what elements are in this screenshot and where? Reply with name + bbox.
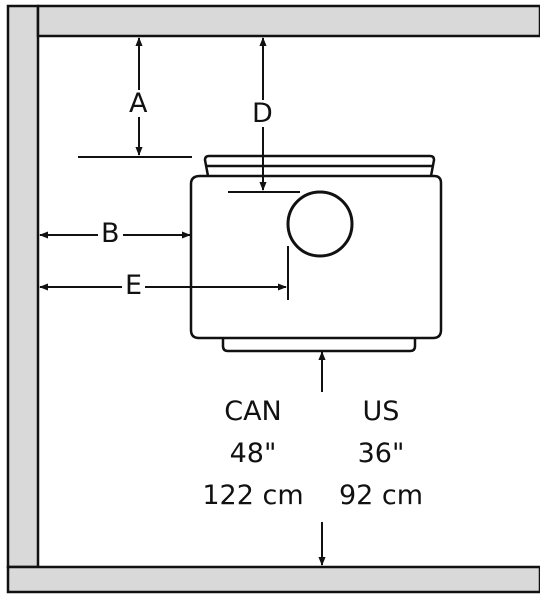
wall-frame xyxy=(6,4,540,594)
label-b: B xyxy=(98,220,123,247)
can-country: CAN xyxy=(224,396,282,427)
can-clearance: CAN 48" 122 cm xyxy=(192,398,314,509)
us-inches: 36" xyxy=(357,438,405,469)
floor-wall xyxy=(6,565,540,594)
us-cm: 92 cm xyxy=(338,480,424,511)
back-wall xyxy=(36,4,540,38)
stove-top xyxy=(203,154,436,177)
dimension-e xyxy=(39,246,289,300)
stove-front-pad xyxy=(221,338,417,353)
label-d: D xyxy=(249,100,276,127)
label-a: A xyxy=(126,90,151,117)
left-wall xyxy=(6,4,40,569)
flue-collar xyxy=(286,190,354,258)
label-e: E xyxy=(122,272,146,299)
us-clearance: US 36" 92 cm xyxy=(326,398,436,509)
us-country: US xyxy=(362,396,400,427)
can-inches: 48" xyxy=(229,438,277,469)
can-cm: 122 cm xyxy=(202,480,304,511)
